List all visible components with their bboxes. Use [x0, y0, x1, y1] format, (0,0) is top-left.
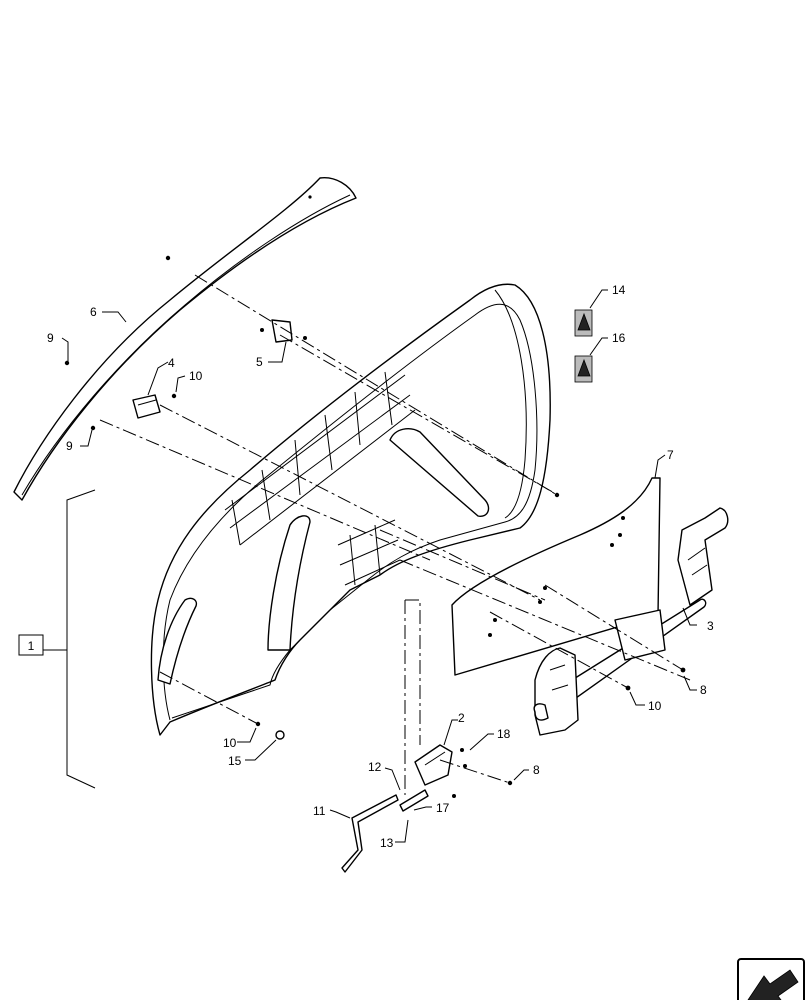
callout-2: 2	[458, 711, 465, 725]
alignment-lines	[99, 274, 691, 795]
part-7-lower-plate	[451, 477, 661, 676]
callout-18: 18	[497, 727, 511, 741]
part-14-decal	[574, 309, 593, 337]
callout-8b: 8	[533, 763, 540, 777]
callout-labels: 1 2 3 4 5 6 7 8 8 9 9 10 10 10 11 12 13 …	[28, 283, 714, 850]
next-page-arrow-icon[interactable]	[737, 958, 805, 1000]
callout-3: 3	[707, 619, 714, 633]
callout-14: 14	[612, 283, 626, 297]
callout-10a: 10	[189, 369, 203, 383]
part-2-hinge-bracket	[414, 744, 453, 786]
callout-17: 17	[436, 801, 450, 815]
callout-10c: 10	[223, 736, 237, 750]
callout-10b: 10	[648, 699, 662, 713]
callout-12: 12	[368, 760, 382, 774]
panel-brace-grid	[224, 371, 416, 586]
callout-1: 1	[28, 639, 35, 653]
part-4-clip	[132, 394, 161, 419]
part-5-clip	[260, 319, 307, 343]
callout-16: 16	[612, 331, 626, 345]
assembly-bracket-1	[18, 489, 96, 789]
callout-4: 4	[168, 356, 175, 370]
part-17-pin	[399, 789, 429, 812]
callout-8a: 8	[700, 683, 707, 697]
part-16-decal	[574, 355, 593, 383]
callout-5: 5	[256, 355, 263, 369]
callout-9b: 9	[66, 439, 73, 453]
callout-11: 11	[313, 804, 326, 818]
callout-7: 7	[667, 448, 674, 462]
part-6-trim-strip	[13, 177, 357, 501]
callout-15: 15	[228, 754, 242, 768]
callout-9a: 9	[47, 331, 54, 345]
leader-lines	[61, 289, 697, 843]
callout-6: 6	[90, 305, 97, 319]
part-3-bracket-assembly	[533, 507, 729, 736]
part-11-rod	[341, 794, 399, 873]
callout-13: 13	[380, 836, 394, 850]
callout-box-1	[18, 634, 44, 656]
main-panel	[150, 283, 551, 736]
